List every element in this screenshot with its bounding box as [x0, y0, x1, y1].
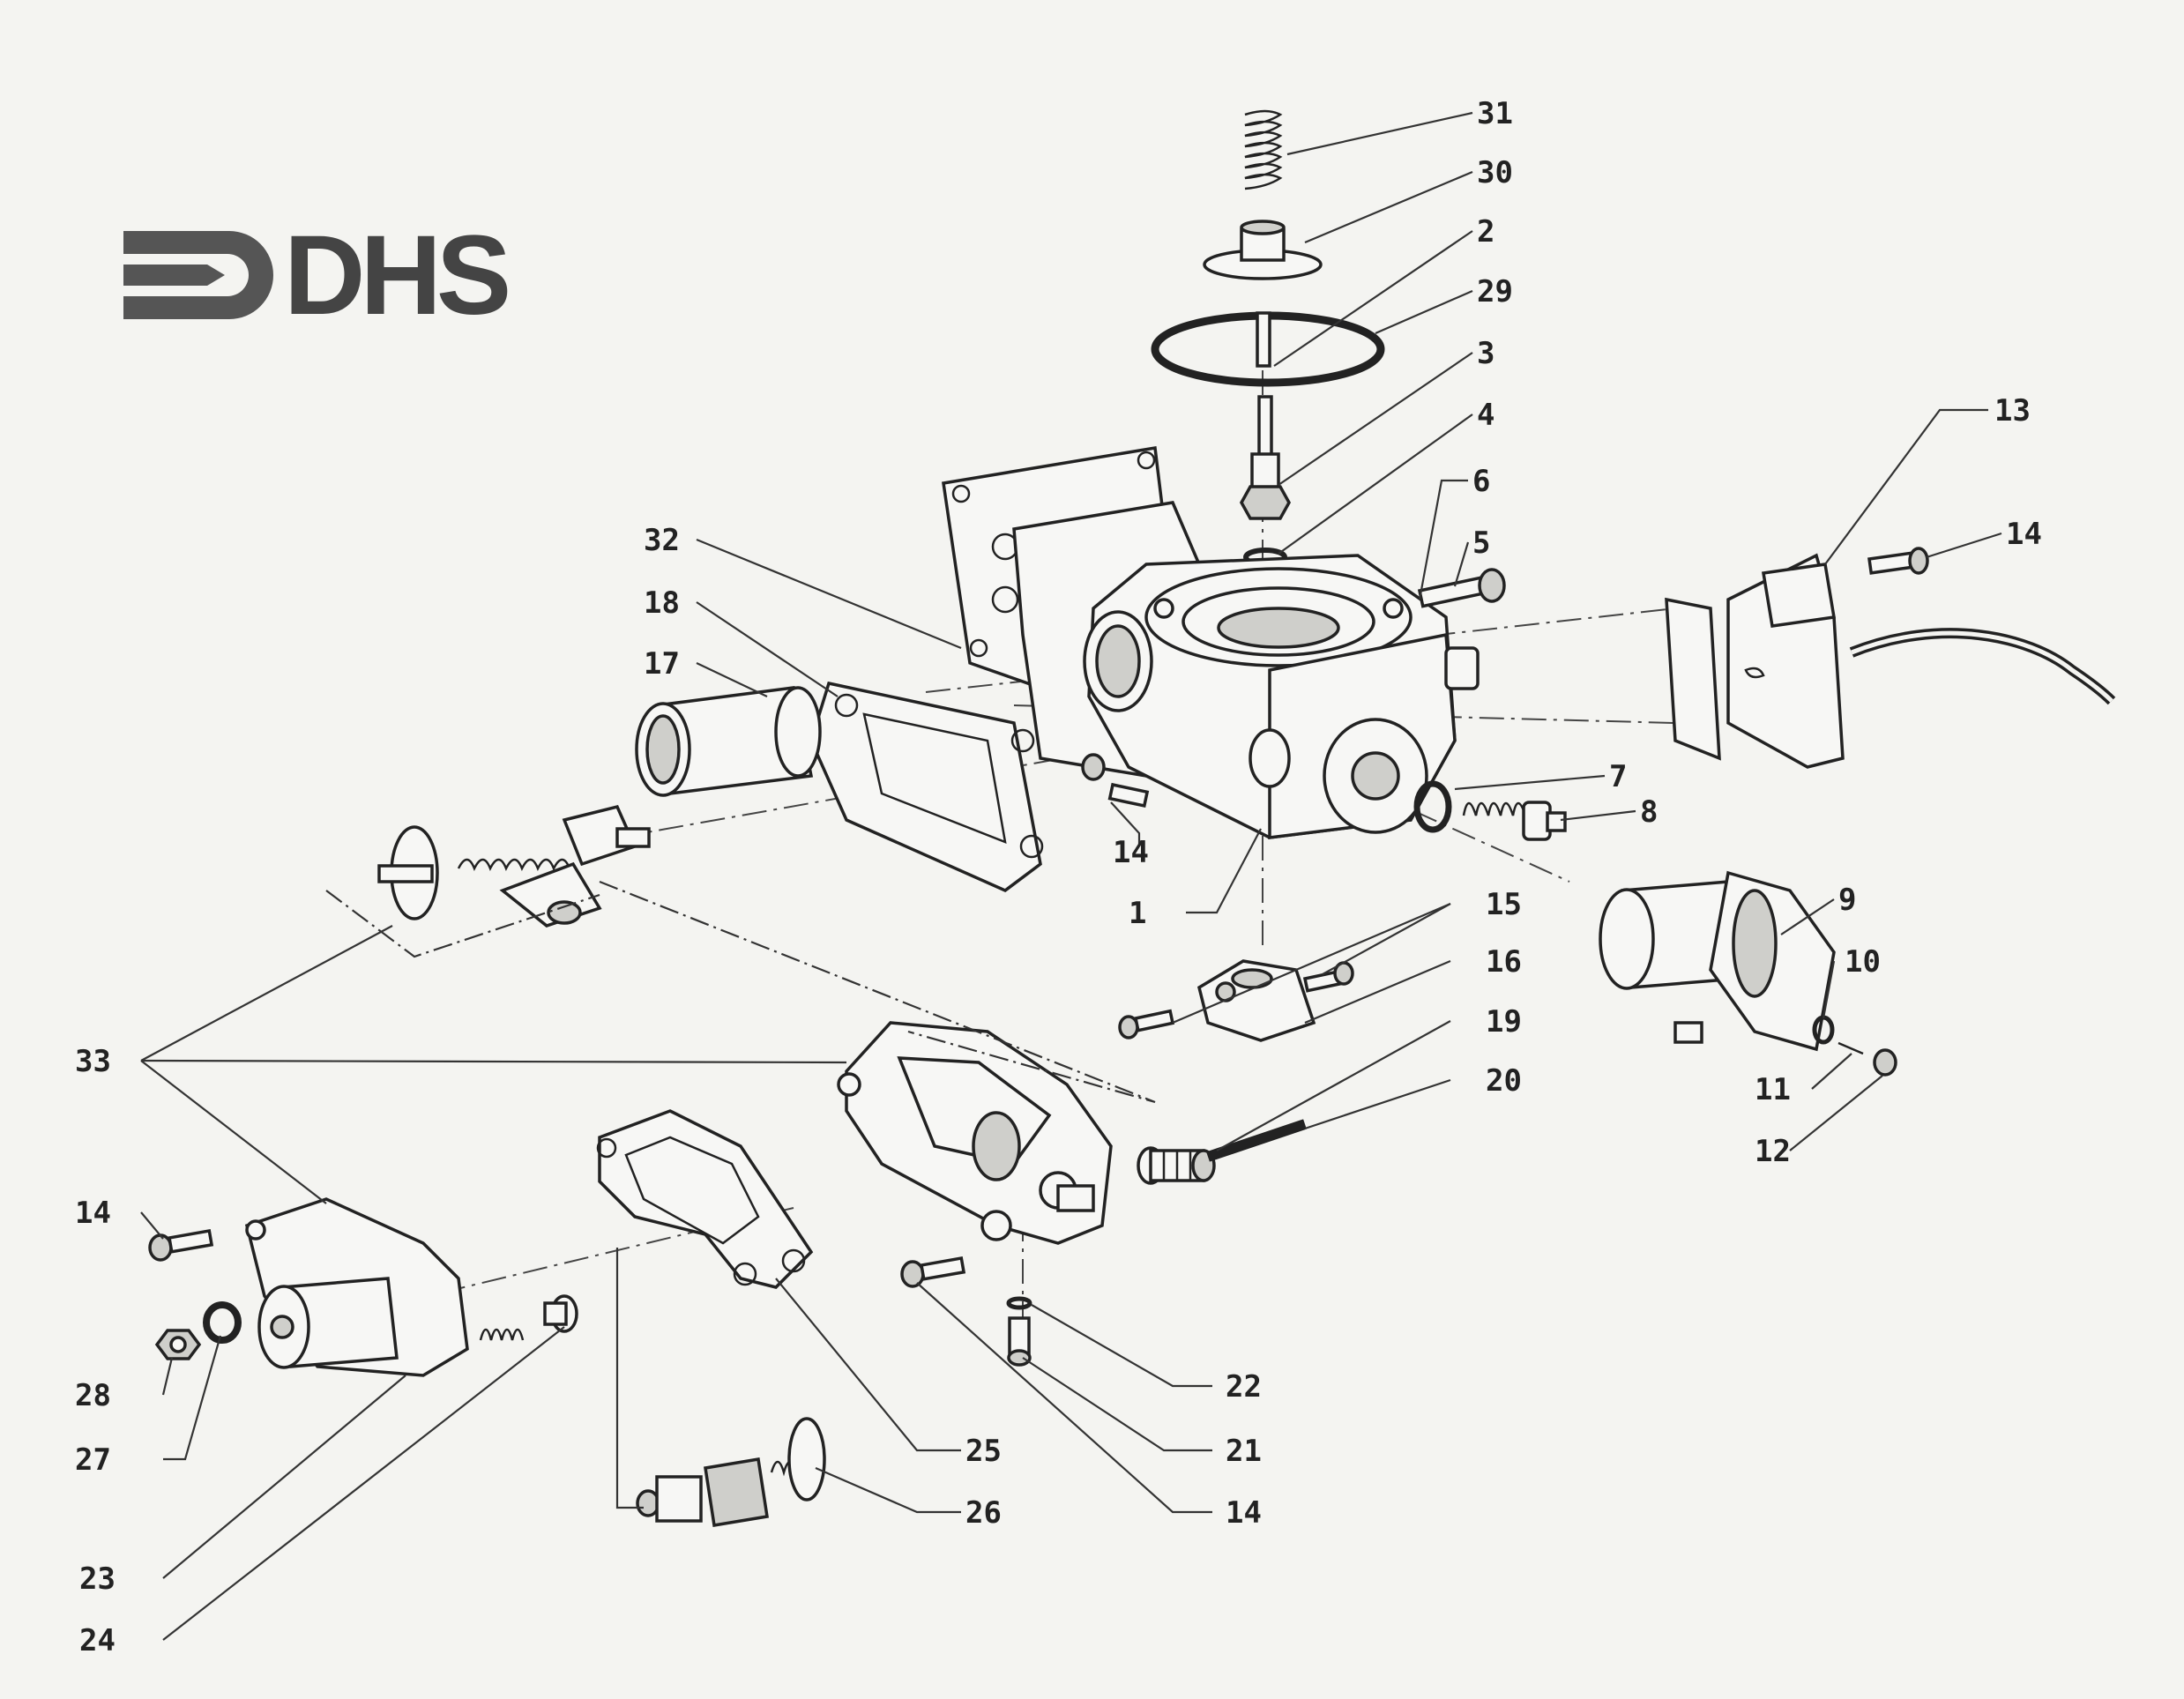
- part-12-nut: [1873, 1048, 1897, 1077]
- callout-12: 12: [1755, 1134, 1791, 1169]
- dhs-logo: DHS: [123, 212, 513, 339]
- part-3-valve: [1239, 395, 1292, 520]
- part-33-lever-upper: [377, 804, 651, 928]
- part-7-o-ring: [1413, 780, 1452, 833]
- part-28-nut: [154, 1329, 202, 1360]
- callout-16: 16: [1486, 944, 1522, 980]
- callout-33: 33: [75, 1044, 111, 1079]
- callout-14-left: 14: [75, 1196, 111, 1231]
- callout-7: 7: [1609, 759, 1627, 794]
- callout-24: 24: [79, 1623, 116, 1658]
- callout-8: 8: [1640, 794, 1658, 830]
- callout-14-center: 14: [1113, 835, 1149, 870]
- callout-5: 5: [1472, 525, 1490, 561]
- part-15-screw-right: [1302, 961, 1354, 993]
- callout-9: 9: [1838, 883, 1856, 918]
- callout-3: 3: [1477, 336, 1495, 371]
- callout-13: 13: [1994, 393, 2031, 428]
- callout-14-upper-right: 14: [2006, 517, 2042, 552]
- callout-14-lower: 14: [1226, 1495, 1262, 1531]
- callout-11: 11: [1755, 1072, 1791, 1107]
- part-19-fitting: [1137, 1146, 1216, 1185]
- part-16-clamp: [1196, 959, 1316, 1042]
- callout-30: 30: [1477, 155, 1513, 190]
- part-20-tube: [1206, 1119, 1307, 1162]
- callout-1: 1: [1129, 896, 1146, 931]
- callout-26: 26: [965, 1495, 1002, 1531]
- part-33-cover-assembly: [244, 1197, 578, 1377]
- callout-20: 20: [1486, 1063, 1522, 1099]
- callout-29: 29: [1477, 274, 1513, 309]
- callout-10: 10: [1845, 944, 1881, 980]
- part-15-screw-left: [1118, 1009, 1175, 1040]
- part-22-washer: [1006, 1296, 1032, 1310]
- callout-4: 4: [1477, 398, 1495, 433]
- part-13-solenoid-bracket: [1665, 553, 2116, 769]
- part-5-screw: [1417, 568, 1506, 608]
- part-25-gasket: [596, 1109, 814, 1289]
- callout-22: 22: [1226, 1369, 1262, 1405]
- callout-23: 23: [79, 1561, 116, 1597]
- callout-2: 2: [1477, 214, 1495, 250]
- callout-17: 17: [644, 646, 680, 682]
- part-14-screw-upper-right: [1867, 547, 1929, 575]
- callout-18: 18: [644, 585, 680, 621]
- part-14-screw-lower: [900, 1256, 966, 1288]
- part-27-washer: [203, 1301, 242, 1344]
- callout-31: 31: [1477, 96, 1513, 131]
- callout-21: 21: [1226, 1434, 1262, 1469]
- part-2-pin: [1256, 311, 1271, 368]
- part-26-solenoid-valve: [636, 1417, 826, 1528]
- callout-15: 15: [1486, 887, 1522, 922]
- part-30-spring-seat: [1203, 220, 1323, 280]
- part-8-fitting: [1462, 801, 1567, 841]
- part-14-screw-center: [1081, 753, 1150, 809]
- part-17-sleeve: [635, 686, 822, 797]
- callout-32: 32: [644, 523, 680, 558]
- lower-housing: [837, 1021, 1113, 1245]
- part-21-plug: [1007, 1316, 1032, 1367]
- part-1-main-body: [1083, 554, 1480, 839]
- callout-28: 28: [75, 1378, 111, 1413]
- callout-25: 25: [965, 1434, 1002, 1469]
- part-11-spring-washer: [1837, 1041, 1864, 1055]
- part-18-gasket: [809, 681, 1044, 893]
- callout-19: 19: [1486, 1004, 1522, 1040]
- leader-lines: [140, 111, 2002, 1641]
- logo-text: DHS: [284, 212, 508, 339]
- part-31-spring: [1244, 109, 1283, 190]
- callout-labels: 31 30 2 29 3 4 6 5 13 14 32 18 17 7 8 14…: [75, 96, 2042, 1658]
- callout-27: 27: [75, 1442, 111, 1478]
- callout-6: 6: [1472, 464, 1490, 499]
- part-9-actuator: [1599, 870, 1836, 1052]
